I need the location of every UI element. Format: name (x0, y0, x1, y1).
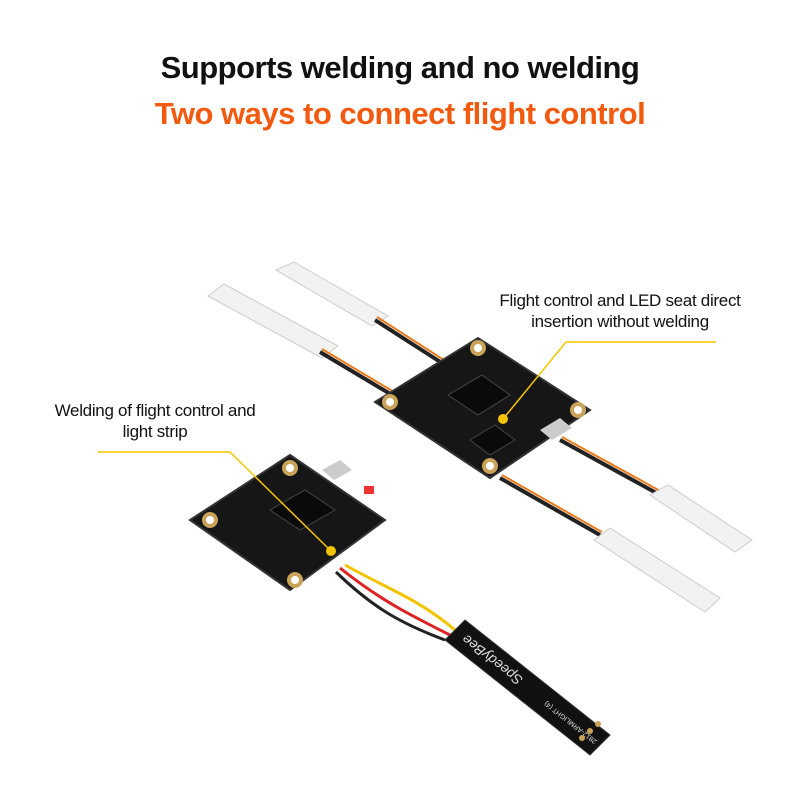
soldered-wires (334, 563, 456, 642)
flight-controller-lower (188, 453, 387, 592)
leader-line-direct (502, 341, 716, 420)
annotation-welding: Welding of flight control and light stri… (54, 401, 256, 441)
leader-line-welding (98, 451, 332, 552)
led-strip-lower-right-b (499, 474, 721, 613)
annotation-direct-insertion: Flight control and LED seat direct inser… (499, 291, 741, 331)
headline-title: Supports welding and no welding (160, 50, 640, 85)
flight-controller-upper (373, 336, 592, 480)
headline-subtitle: Two ways to connect flight control (154, 96, 646, 131)
led-strip-soldered: SpeedyBee 2812-ARMLIGHT (4) (444, 619, 611, 756)
led-strip-lower-right-a (559, 436, 753, 553)
led-strip-upper-top (274, 261, 448, 367)
led-strip-upper-left (207, 283, 395, 397)
